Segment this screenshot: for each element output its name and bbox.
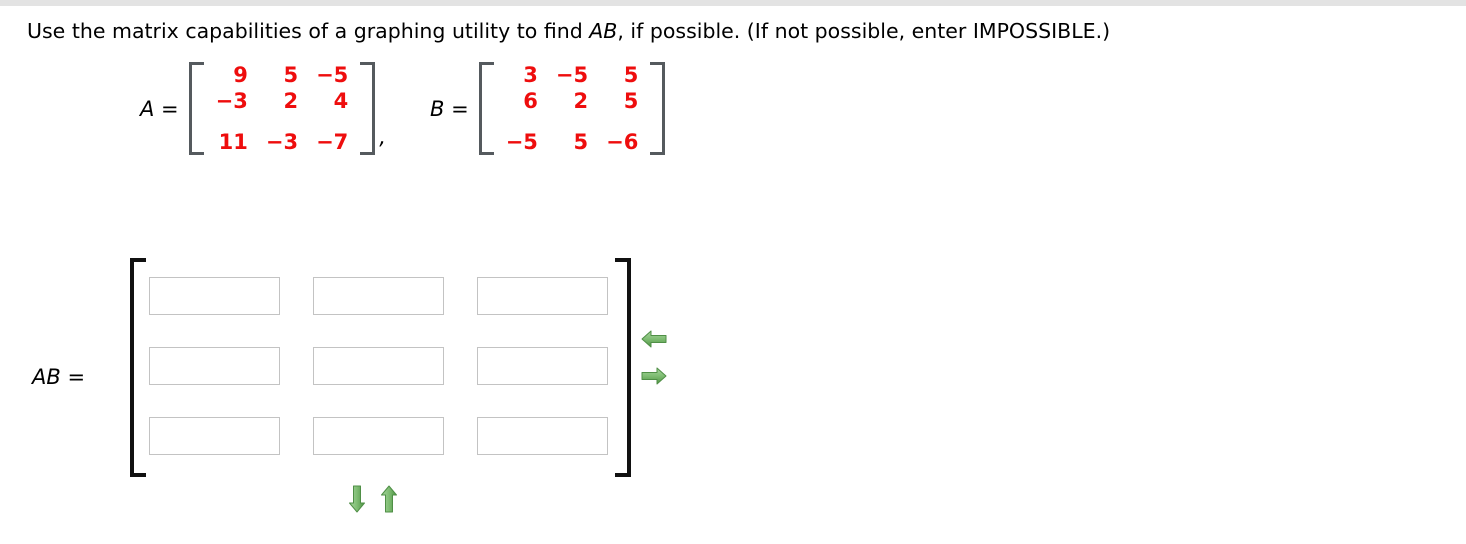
matrix-b-left-bracket <box>478 62 494 155</box>
matrix-b-cell-3-1: −5 <box>505 130 538 154</box>
answer-left-bracket <box>130 258 146 477</box>
answer-cell-1-2[interactable] <box>313 277 444 315</box>
answer-cell-2-3[interactable] <box>477 347 608 385</box>
matrix-b-row-1: 3 −5 5 <box>497 62 648 88</box>
matrix-a-label: A = <box>140 96 179 121</box>
arrow-right-icon[interactable] <box>641 365 667 387</box>
arrow-down-icon[interactable] <box>347 484 367 514</box>
answer-right-bracket <box>615 258 631 477</box>
answer-cell-2-1[interactable] <box>149 347 280 385</box>
matrix-a-row-1: 9 5 −5 <box>207 62 358 88</box>
matrix-b-cell-3-2: 5 <box>573 130 589 154</box>
answer-label: AB = <box>32 365 86 389</box>
matrix-b-cell-1-2: −5 <box>555 63 589 87</box>
matrix-b-cell-1-3: 5 <box>623 63 639 87</box>
matrix-b-cell-2-2: 2 <box>573 89 589 113</box>
answer-cell-2-2[interactable] <box>313 347 444 385</box>
question-text-prefix: Use the matrix capabilities of a graphin… <box>27 19 590 43</box>
matrix-separator-comma: , <box>379 125 386 149</box>
matrix-a-row-3: 11 −3 −7 <box>207 114 358 155</box>
arrow-left-icon[interactable] <box>641 328 667 350</box>
answer-cell-3-1[interactable] <box>149 417 280 455</box>
given-matrices-row: A = 9 5 −5 −3 2 4 11 −3 −7 , B = <box>0 62 1466 192</box>
matrix-b-label: B = <box>430 96 469 121</box>
matrix-a-cell-1-1: 9 <box>233 63 248 87</box>
matrix-b-right-bracket <box>650 62 666 155</box>
matrix-a-cell-2-1: −3 <box>215 89 248 113</box>
answer-cell-3-2[interactable] <box>313 417 444 455</box>
question-text-suffix: , if possible. (If not possible, enter I… <box>617 19 1111 43</box>
matrix-a-cell-2-2: 2 <box>283 89 299 113</box>
matrix-b-cell-2-3: 5 <box>623 89 639 113</box>
matrix-b-block: B = 3 −5 5 6 2 5 −5 5 −6 <box>430 62 666 155</box>
answer-area: AB = <box>0 258 1466 528</box>
top-divider-band <box>0 0 1466 6</box>
matrix-b-values: 3 −5 5 6 2 5 −5 5 −6 <box>497 62 648 155</box>
matrix-a-cell-3-1: 11 <box>218 130 248 154</box>
matrix-b-row-2: 6 2 5 <box>497 88 648 114</box>
question-text: Use the matrix capabilities of a graphin… <box>27 17 1110 45</box>
matrix-a-cell-1-2: 5 <box>283 63 299 87</box>
arrow-up-icon[interactable] <box>379 484 399 514</box>
matrix-a-values: 9 5 −5 −3 2 4 11 −3 −7 <box>207 62 358 155</box>
answer-input-grid <box>149 277 608 455</box>
answer-cell-1-1[interactable] <box>149 277 280 315</box>
matrix-a-cell-3-2: −3 <box>265 130 299 154</box>
matrix-b-cell-3-3: −6 <box>606 130 639 154</box>
matrix-b-cell-2-1: 6 <box>523 89 538 113</box>
matrix-a-cell-3-3: −7 <box>316 130 349 154</box>
matrix-b-cell-1-1: 3 <box>523 63 538 87</box>
matrix-b-row-3: −5 5 −6 <box>497 114 648 155</box>
matrix-a-row-2: −3 2 4 <box>207 88 358 114</box>
answer-cell-3-3[interactable] <box>477 417 608 455</box>
matrix-a-block: A = 9 5 −5 −3 2 4 11 −3 −7 , <box>140 62 386 155</box>
matrix-a-cell-2-3: 4 <box>333 89 349 113</box>
column-controls <box>641 328 667 387</box>
matrix-a-right-bracket <box>360 62 376 155</box>
question-text-emphasis: AB <box>589 19 618 43</box>
row-controls <box>347 484 399 514</box>
answer-cell-1-3[interactable] <box>477 277 608 315</box>
matrix-a-cell-1-3: −5 <box>316 63 349 87</box>
matrix-a-left-bracket <box>188 62 204 155</box>
